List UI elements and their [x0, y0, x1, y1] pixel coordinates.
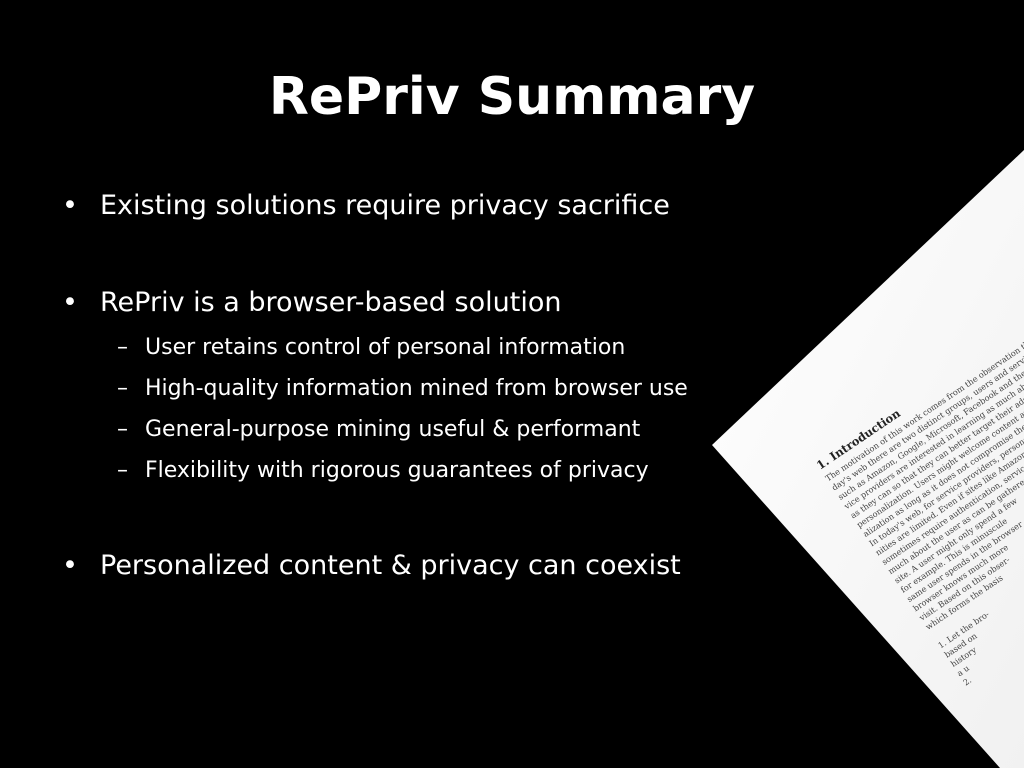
- slide-title: RePriv Summary: [268, 67, 756, 127]
- sub-bullet-text: High-quality information mined from brow…: [145, 376, 688, 401]
- sub-bullet-text: User retains control of personal informa…: [145, 335, 626, 360]
- sub-bullet-text: General-purpose mining useful & performa…: [145, 417, 641, 442]
- slide-body: • Existing solutions require privacy sac…: [62, 190, 688, 581]
- sub-bullet-marker: –: [117, 335, 128, 360]
- sub-bullet-text: Flexibility with rigorous guarantees of …: [145, 458, 649, 483]
- bullet-text: Existing solutions require privacy sacri…: [100, 190, 670, 221]
- bullet-text: Personalized content & privacy can coexi…: [100, 550, 681, 581]
- bullet-marker: •: [62, 287, 78, 318]
- bullet-text: RePriv is a browser-based solution: [100, 287, 562, 318]
- bullet-marker: •: [62, 190, 78, 221]
- paper-sheet: [712, 150, 1024, 768]
- sub-bullet-marker: –: [117, 458, 128, 483]
- sub-bullet-marker: –: [117, 376, 128, 401]
- bullet-marker: •: [62, 550, 78, 581]
- sub-bullet-marker: –: [117, 417, 128, 442]
